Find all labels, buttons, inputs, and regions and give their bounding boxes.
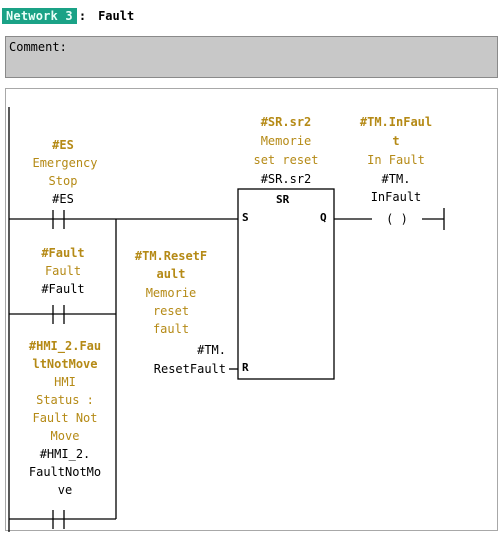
network-colon: : [78, 9, 87, 23]
contact-hmi-operand-line1[interactable]: #HMI_2. [39, 447, 91, 461]
contact-hmi-symbol-line2: ltNotMove [32, 357, 98, 371]
comment-label: Comment: [9, 40, 67, 54]
contact-fault-symbol: #Fault [41, 246, 85, 260]
reset-input-symbol-line1: #TM.ResetF [134, 249, 208, 263]
contact-hmi-desc-line4: Move [50, 429, 80, 443]
contact-es-operand[interactable]: #ES [52, 192, 74, 206]
ladder-wiring [8, 107, 445, 532]
reset-input-desc-line3: fault [152, 322, 190, 336]
reset-input-desc-line1: Memorie [145, 286, 197, 300]
coil-desc: In Fault [367, 153, 425, 167]
sr-block-desc-line2: set reset [253, 153, 319, 167]
sr-block-symbol: #SR.sr2 [260, 115, 312, 129]
contact-es-desc-line1: Emergency [32, 156, 98, 170]
ladder-diagram-panel[interactable]: #ES Emergency Stop #ES #Fault Fault #Fau… [5, 88, 498, 532]
comment-field[interactable]: Comment: [5, 36, 498, 78]
reset-input-desc-line2: reset [152, 304, 190, 318]
network-number-badge[interactable]: Network 3 [2, 8, 77, 24]
reset-input-operand-line2[interactable]: ResetFault [153, 362, 226, 376]
contact-hmi-symbol-line1: #HMI_2.Fau [28, 339, 102, 353]
sr-pin-s: S [242, 211, 249, 224]
contact-fault-operand[interactable]: #Fault [41, 282, 85, 296]
contact-hmi-desc-line1: HMI [54, 375, 76, 389]
reset-input-symbol-line2: ault [156, 267, 186, 281]
sr-block-desc-line1: Memorie [260, 134, 312, 148]
coil-icon[interactable]: ( ) [372, 210, 422, 228]
contact-hmi-operand-line2[interactable]: FaultNotMo [28, 465, 102, 479]
coil-operand-line1[interactable]: #TM. [381, 172, 411, 186]
contact-es-symbol: #ES [52, 138, 74, 152]
sr-block-instance[interactable]: #SR.sr2 [260, 172, 312, 186]
contact-hmi-desc-line2: Status : [36, 393, 94, 407]
coil-symbol-line2: t [392, 134, 400, 148]
contact-hmi-desc-line3: Fault Not [32, 411, 98, 425]
coil-symbol-line1: #TM.InFaul [359, 115, 433, 129]
network-title[interactable]: Fault [98, 9, 135, 23]
sr-block-label: SR [276, 193, 290, 206]
sr-pin-r: R [242, 361, 249, 374]
sr-pin-q: Q [320, 211, 327, 224]
reset-input-operand-line1[interactable]: #TM. [197, 343, 226, 357]
coil-operand-line2[interactable]: InFault [370, 190, 422, 204]
contact-hmi-operand-line3[interactable]: ve [57, 483, 73, 497]
sr-block-box [237, 188, 335, 380]
contact-es-desc-line2: Stop [48, 174, 78, 188]
network-header: Network 3 : Fault [2, 6, 134, 26]
contact-fault-desc: Fault [44, 264, 82, 278]
